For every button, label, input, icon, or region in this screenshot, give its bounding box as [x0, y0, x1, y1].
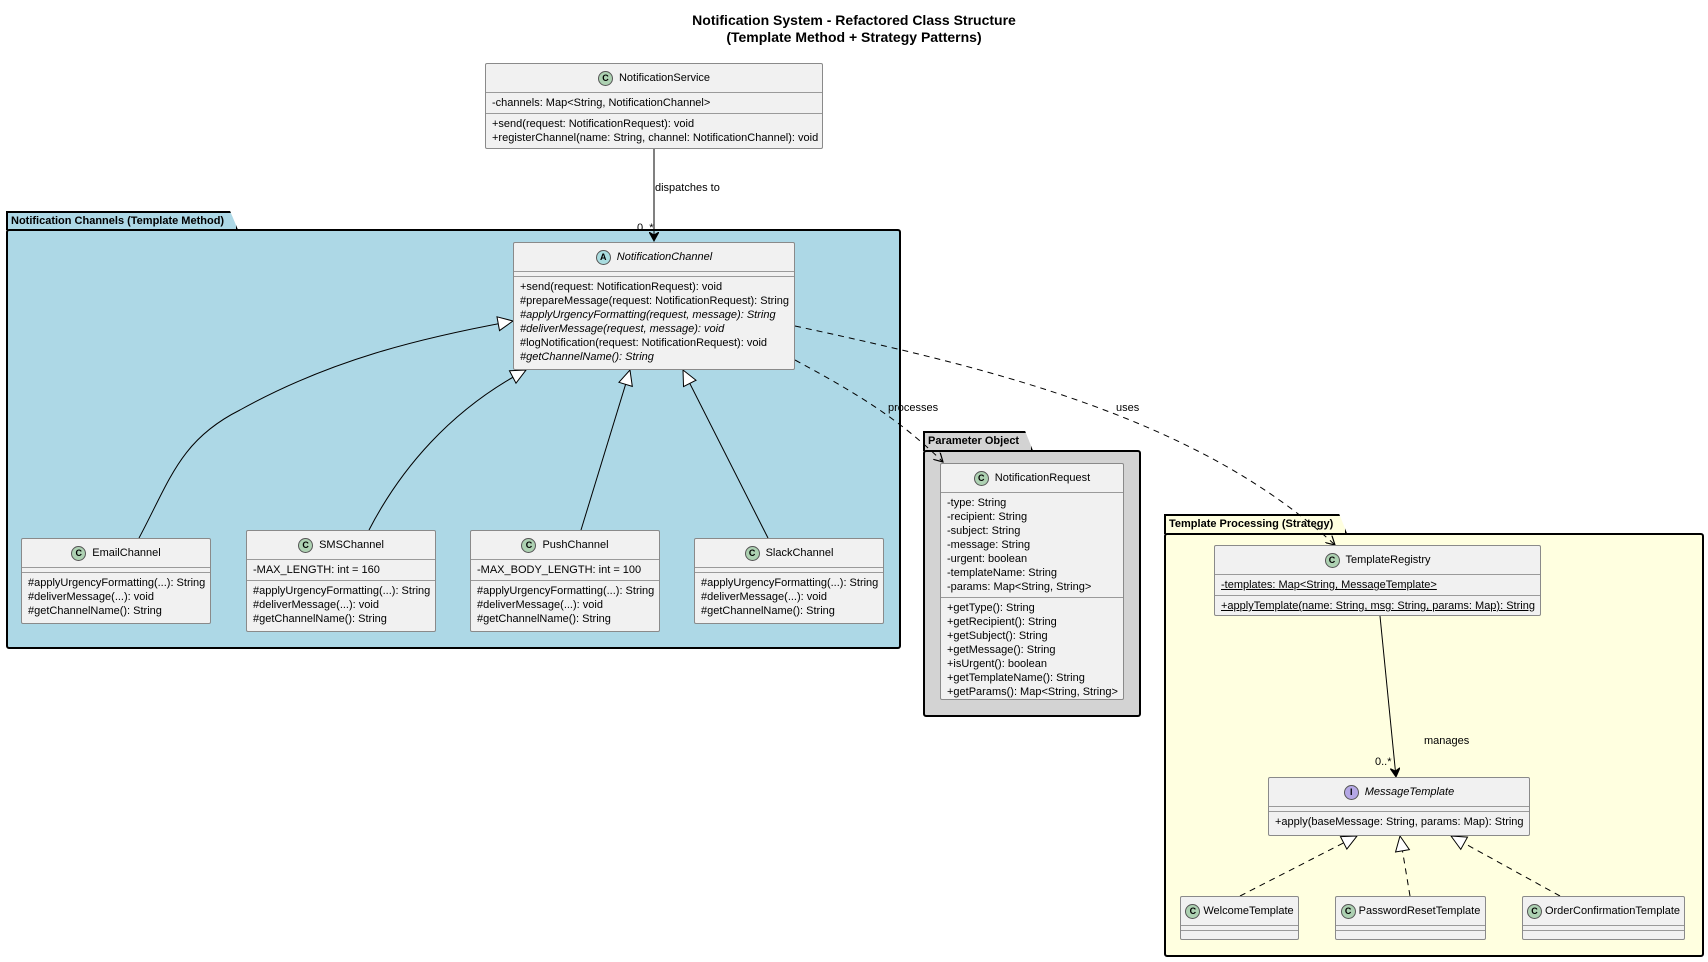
method: #applyUrgencyFormatting(...): String — [701, 577, 879, 589]
field: -recipient: String — [947, 511, 1028, 523]
class-notification-service[interactable]: C NotificationService -channels: Map<Stri… — [485, 63, 823, 149]
field: -templateName: String — [947, 567, 1058, 579]
class-notification-channel[interactable]: A NotificationChannel +send(request: Noti… — [513, 242, 795, 370]
diagram-subtitle: (Template Method + Strategy Patterns) — [726, 29, 982, 45]
class-name: WelcomeTemplate — [1203, 905, 1294, 917]
interface-message-template[interactable]: I MessageTemplate +apply(baseMessage: Str… — [1268, 777, 1530, 836]
class-badge-icon: C — [71, 545, 87, 561]
class-name: NotificationChannel — [616, 251, 713, 263]
method: #applyUrgencyFormatting(...): String — [28, 577, 206, 589]
method: +getParams(): Map<String, String> — [947, 686, 1118, 698]
class-badge-icon: C — [298, 537, 314, 553]
class-notification-request[interactable]: C NotificationRequest -type: String -reci… — [940, 463, 1124, 700]
abstract-method: #deliverMessage(request, message): void — [520, 323, 725, 335]
method: +getTemplateName(): String — [947, 672, 1085, 684]
method: #prepareMessage(request: NotificationReq… — [520, 295, 790, 307]
method: +getRecipient(): String — [947, 616, 1057, 628]
class-badge-icon: C — [597, 70, 613, 86]
class-badge-icon: C — [1340, 903, 1356, 919]
field: -message: String — [947, 539, 1031, 551]
class-badge-icon: C — [973, 470, 989, 486]
method: +getSubject(): String — [947, 630, 1048, 642]
method: +isUrgent(): boolean — [947, 658, 1047, 670]
class-name: NotificationService — [618, 72, 711, 84]
package-label-channels: Notification Channels (Template Method) — [11, 215, 225, 227]
class-badge-icon: C — [521, 537, 537, 553]
field: -urgent: boolean — [947, 553, 1028, 565]
package-label-param: Parameter Object — [928, 435, 1020, 447]
class-sms-channel[interactable]: C SMSChannel -MAX_LENGTH: int = 160 #appl… — [246, 530, 436, 632]
method: +send(request: NotificationRequest): voi… — [492, 118, 695, 130]
field: -MAX_BODY_LENGTH: int = 100 — [477, 564, 642, 576]
diagram-title: Notification System - Refactored Class S… — [692, 12, 1016, 28]
method: #applyUrgencyFormatting(...): String — [253, 585, 431, 597]
method: #applyUrgencyFormatting(...): String — [477, 585, 655, 597]
method: +apply(baseMessage: String, params: Map)… — [1275, 816, 1524, 828]
class-badge-icon: C — [1324, 552, 1340, 568]
method: +getMessage(): String — [947, 644, 1056, 656]
method: #deliverMessage(...): void — [28, 591, 154, 603]
method: #getChannelName(): String — [28, 605, 162, 617]
field: -channels: Map<String, NotificationChann… — [492, 97, 711, 109]
field: -subject: String — [947, 525, 1021, 537]
dispatches-multiplicity: 0..* — [637, 222, 654, 234]
class-badge-icon: C — [744, 545, 760, 561]
field: -MAX_LENGTH: int = 160 — [253, 564, 380, 576]
class-name: MessageTemplate — [1364, 786, 1455, 798]
package-tab-param: Parameter Object — [923, 431, 1033, 451]
package-tab-template: Template Processing (Strategy) — [1164, 514, 1347, 534]
class-email-channel[interactable]: C EmailChannel #applyUrgencyFormatting(..… — [21, 538, 211, 624]
field: -params: Map<String, String> — [947, 581, 1092, 593]
class-name: NotificationRequest — [994, 472, 1091, 484]
class-name: SlackChannel — [765, 547, 834, 559]
method: +getType(): String — [947, 602, 1035, 614]
class-name: TemplateRegistry — [1345, 554, 1431, 566]
package-label-template: Template Processing (Strategy) — [1169, 518, 1334, 530]
class-name: EmailChannel — [92, 547, 161, 559]
interface-badge-icon: I — [1343, 784, 1359, 800]
method: +send(request: NotificationRequest): voi… — [520, 281, 723, 293]
static-method: +applyTemplate(name: String, msg: String… — [1221, 600, 1535, 612]
method: #deliverMessage(...): void — [253, 599, 379, 611]
processes-label: processes — [888, 402, 939, 414]
class-badge-icon: C — [1185, 903, 1201, 919]
method: +registerChannel(name: String, channel: … — [492, 132, 819, 144]
method: #getChannelName(): String — [701, 605, 835, 617]
uses-label: uses — [1116, 402, 1140, 414]
class-name: SMSChannel — [319, 539, 384, 551]
method: #deliverMessage(...): void — [477, 599, 603, 611]
method: #getChannelName(): String — [477, 613, 611, 625]
method: #logNotification(request: NotificationRe… — [520, 337, 768, 349]
package-tab-channels: Notification Channels (Template Method) — [6, 211, 238, 230]
class-badge-icon: C — [1526, 903, 1542, 919]
class-push-channel[interactable]: C PushChannel -MAX_BODY_LENGTH: int = 100… — [470, 530, 660, 632]
static-field: -templates: Map<String, MessageTemplate> — [1221, 579, 1437, 591]
class-name: OrderConfirmationTemplate — [1544, 905, 1681, 917]
dispatches-label: dispatches to — [655, 182, 720, 194]
method: #deliverMessage(...): void — [701, 591, 827, 603]
class-slack-channel[interactable]: C SlackChannel #applyUrgencyFormatting(..… — [694, 538, 884, 624]
manages-label: manages — [1424, 735, 1470, 747]
abstract-method: #applyUrgencyFormatting(request, message… — [520, 309, 776, 321]
class-template-registry[interactable]: C TemplateRegistry -templates: Map<String… — [1214, 545, 1541, 616]
abstract-method: #getChannelName(): String — [520, 351, 654, 363]
abstract-badge-icon: A — [595, 249, 611, 265]
manages-multiplicity: 0..* — [1375, 756, 1392, 768]
method: #getChannelName(): String — [253, 613, 387, 625]
class-name: PasswordResetTemplate — [1358, 905, 1481, 917]
class-name: PushChannel — [542, 539, 609, 551]
field: -type: String — [947, 497, 1007, 509]
